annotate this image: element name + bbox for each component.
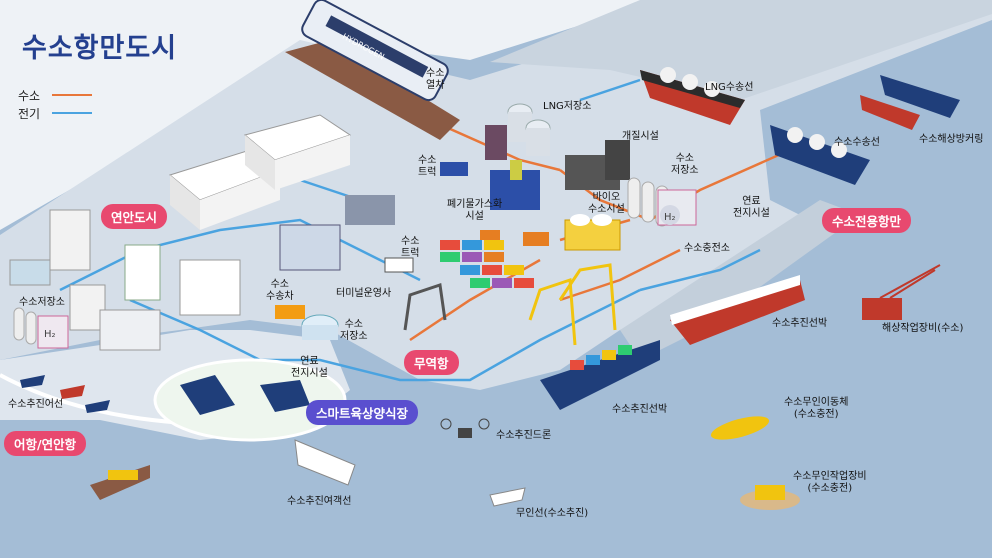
bunkering-ship — [860, 75, 960, 130]
legend-label: 수소 — [18, 88, 41, 103]
hydrogen-ship-right — [670, 275, 805, 345]
terminal-gantry — [403, 283, 447, 331]
label-ferry: 수소추진여객선 — [287, 496, 352, 507]
legend-hydrogen: 수소 — [18, 86, 92, 104]
label-rov: 수소무인작업장비(수소충전) — [793, 471, 867, 494]
hydrogen-tanks-top — [627, 177, 697, 227]
label-lng-storage: LNG저장소 — [543, 101, 592, 112]
lng-carrier — [640, 67, 745, 125]
label-fishing-boat: 수소추진어선 — [8, 399, 64, 410]
label-h2-ship-right: 수소추진선박 — [772, 318, 828, 329]
hydrogen-truck-top — [440, 162, 468, 176]
port-cranes — [528, 263, 617, 346]
rov — [740, 485, 800, 510]
hydrogen-truck-mid — [384, 257, 414, 273]
page-title: 수소항만도시 — [22, 33, 178, 64]
label-reforming: 개질시설 — [622, 131, 659, 142]
h2-storage-mid — [301, 314, 339, 340]
h2-symbol-top: H₂ — [664, 212, 676, 223]
label-lng-carrier: LNG수송선 — [705, 82, 754, 93]
h2-storage-left — [13, 307, 69, 349]
legend: 수소 전기 — [18, 86, 92, 122]
label-auv: 수소무인이동체(수소충전) — [784, 397, 849, 420]
label-usv: 무인선(수소추진) — [516, 508, 589, 519]
barge — [90, 465, 150, 500]
waste-gasification — [490, 160, 540, 210]
offshore-equipment — [862, 264, 941, 320]
label-h2-storage-left: 수소저장소 — [19, 297, 65, 308]
zone-fishing-port: 어항/연안항 — [4, 431, 87, 456]
zone-hydrogen-port: 수소전용항만 — [822, 208, 912, 233]
legend-swatch — [52, 112, 92, 114]
label-offshore-equip: 해상작업장비(수소) — [882, 323, 964, 334]
h2-symbol-left: H₂ — [44, 329, 56, 340]
hydrogen-carrier — [770, 125, 870, 185]
label-h2-carrier: 수소수송선 — [834, 137, 880, 148]
label-drone: 수소추진드론 — [496, 430, 552, 441]
container-yard — [440, 230, 534, 288]
legend-swatch — [52, 94, 92, 96]
zone-residential: 연안도시 — [101, 204, 168, 229]
fishing-boats — [20, 375, 110, 413]
background — [0, 0, 660, 230]
auv — [710, 416, 770, 440]
usv — [489, 487, 526, 507]
ferry — [294, 439, 356, 486]
bio-hydrogen — [564, 214, 621, 251]
factories — [168, 114, 352, 230]
legend-electricity: 전기 — [18, 104, 92, 122]
tube-trailer — [275, 305, 305, 319]
truck-yard — [523, 232, 549, 246]
legend-label: 전기 — [18, 106, 41, 121]
zone-aquaculture: 스마트육상양식장 — [306, 400, 419, 425]
city-buildings — [9, 195, 395, 351]
container-ship — [540, 340, 660, 410]
zone-trade-port: 무역항 — [404, 350, 459, 375]
label-bunkering: 수소해상방커링 — [919, 134, 984, 145]
reforming-plant — [565, 140, 630, 190]
lng-storage-tanks — [485, 103, 551, 160]
north-quay — [490, 0, 992, 100]
fish-farm — [153, 358, 347, 442]
label-h2-station: 수소충전소 — [684, 243, 730, 254]
label-terminal: 터미널운영사 — [336, 288, 392, 299]
railway — [285, 40, 460, 140]
label-h2-ship-center: 수소추진선박 — [612, 404, 668, 415]
drone — [440, 418, 490, 438]
